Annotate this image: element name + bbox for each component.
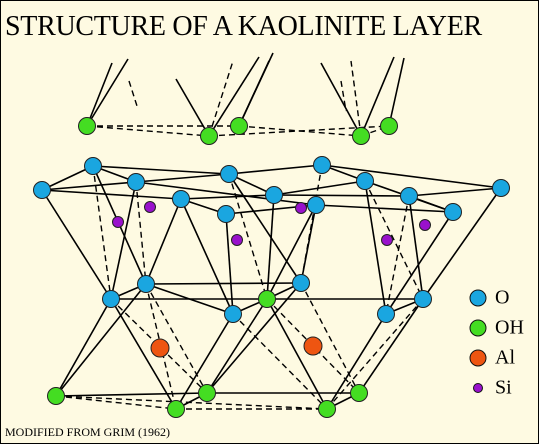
o-atoms bbox=[33, 156, 510, 323]
si-atom-swatch bbox=[473, 383, 483, 393]
o-atom-swatch bbox=[469, 289, 487, 307]
legend-label-si: Si bbox=[495, 376, 512, 399]
si-atoms bbox=[112, 201, 431, 246]
diagram-title: STRUCTURE OF A KAOLINITE LAYER bbox=[5, 11, 482, 42]
al-atoms bbox=[150, 336, 323, 358]
legend-label-oh: OH bbox=[495, 316, 524, 339]
al-atom-swatch bbox=[469, 349, 487, 367]
legend-label-al: Al bbox=[495, 346, 515, 369]
oh-atom-swatch bbox=[469, 319, 487, 337]
upper-bonds bbox=[86, 52, 405, 137]
oh-atoms bbox=[47, 117, 398, 418]
source-credit: MODIFIED FROM GRIM (1962) bbox=[5, 425, 171, 439]
legend-label-o: O bbox=[495, 286, 510, 309]
dashed-bonds bbox=[55, 164, 424, 410]
